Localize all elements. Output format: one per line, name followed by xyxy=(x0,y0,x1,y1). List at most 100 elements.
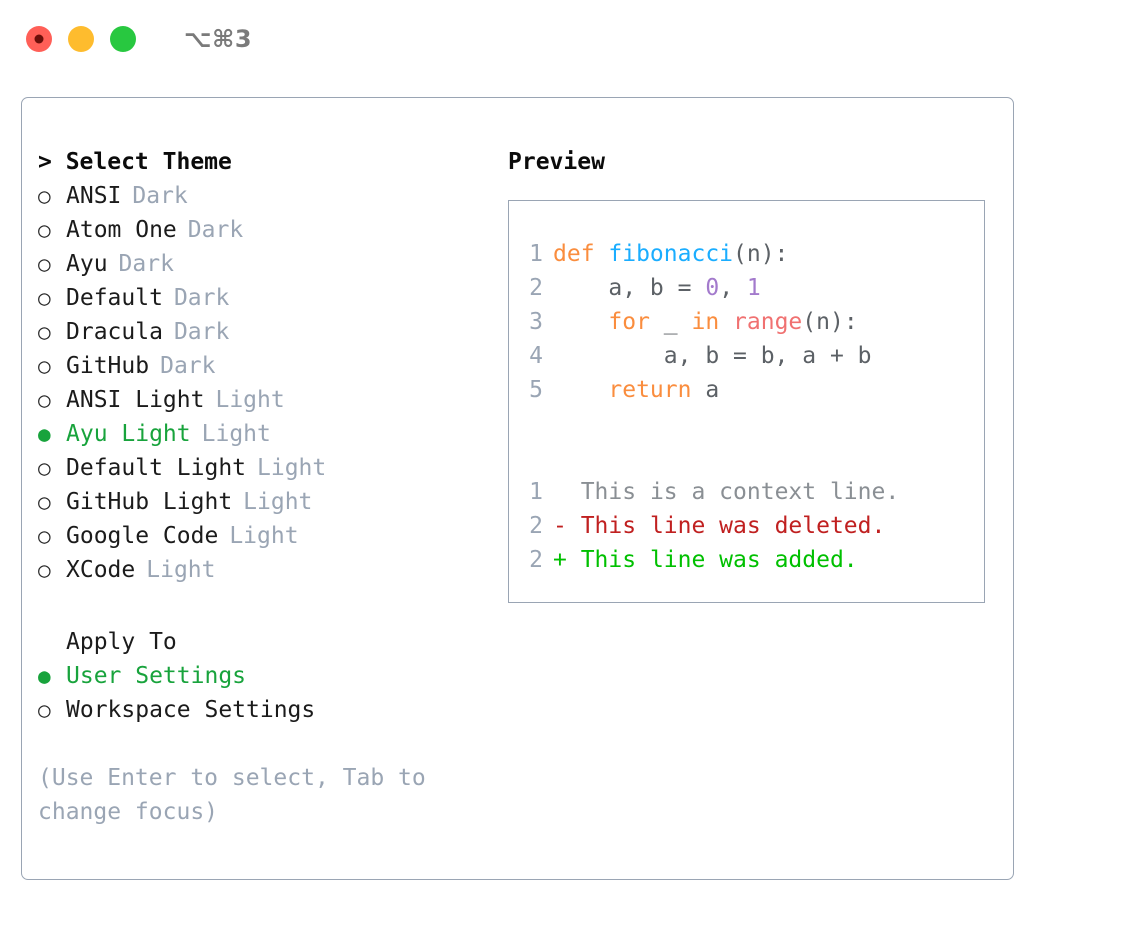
diff-prefix: - xyxy=(553,513,581,539)
section-spacer xyxy=(38,587,492,625)
code-blank-line xyxy=(509,407,984,441)
theme-option-tag: Dark xyxy=(173,285,230,311)
theme-option-tag: Dark xyxy=(173,319,230,345)
token-punct: , xyxy=(719,275,747,301)
code-content: def fibonacci(n): xyxy=(553,237,788,271)
diff-line-deleted: 2 - This line was deleted. xyxy=(509,509,984,543)
line-number: 1 xyxy=(529,479,543,505)
code-blank-line xyxy=(509,441,984,475)
diff-text: This line was added. xyxy=(580,547,858,573)
theme-option-tag: Dark xyxy=(118,251,174,277)
maximize-button-icon[interactable] xyxy=(110,26,136,52)
theme-option-tag: Light xyxy=(257,455,327,481)
keyboard-hint-text: (Use Enter to select, Tab to change focu… xyxy=(38,765,426,825)
code-content: a, b = 0, 1 xyxy=(553,271,761,305)
apply-to-heading: Apply To xyxy=(66,629,177,655)
code-line: 3 for _ in range(n): xyxy=(509,305,984,339)
preview-column: Preview 1 def fibonacci(n): 2 a, b = 0, … xyxy=(492,98,1013,879)
theme-option-list: ○ ANSI Dark ○ Atom One Dark ○ Ayu Dark xyxy=(38,179,492,587)
radio-icon[interactable]: ○ xyxy=(38,184,51,208)
radio-icon[interactable]: ○ xyxy=(38,558,51,582)
close-button-icon[interactable] xyxy=(26,26,52,52)
theme-option-tag: Dark xyxy=(187,217,244,243)
theme-option-ayu-light[interactable]: ● Ayu Light Light xyxy=(38,417,492,451)
keyboard-shortcut-label: ⌥⌘3 xyxy=(184,25,253,53)
radio-icon[interactable]: ○ xyxy=(38,252,51,276)
theme-option-github-dark[interactable]: ○ GitHub Dark xyxy=(38,349,492,383)
theme-option-ayu-dark[interactable]: ○ Ayu Dark xyxy=(38,247,492,281)
theme-option-github-light[interactable]: ○ GitHub Light Light xyxy=(38,485,492,519)
code-line: 1 def fibonacci(n): xyxy=(509,237,984,271)
code-line: 2 a, b = 0, 1 xyxy=(509,271,984,305)
token-plain xyxy=(553,377,608,403)
code-line: 4 a, b = b, a + b xyxy=(509,339,984,373)
diff-prefix xyxy=(553,475,581,509)
radio-icon[interactable]: ○ xyxy=(38,524,51,548)
theme-option-xcode[interactable]: ○ XCode Light xyxy=(38,553,492,587)
token-punct: (n): xyxy=(733,241,789,267)
radio-icon[interactable]: ○ xyxy=(38,218,51,242)
token-keyword: for xyxy=(608,309,650,335)
main-panel: > Select Theme ○ ANSI Dark ○ Atom One Da… xyxy=(21,97,1014,880)
theme-option-ansi-dark[interactable]: ○ ANSI Dark xyxy=(38,179,492,213)
radio-icon[interactable]: ○ xyxy=(38,388,51,412)
theme-option-default-light[interactable]: ○ Default Light Light xyxy=(38,451,492,485)
radio-icon-selected[interactable]: ● xyxy=(38,422,51,446)
theme-option-label: Atom One xyxy=(66,217,177,243)
theme-option-label: GitHub Light xyxy=(66,489,233,515)
diff-text: This is a context line. xyxy=(580,479,900,505)
window-controls xyxy=(26,26,136,52)
preview-heading: Preview xyxy=(508,149,605,175)
theme-option-tag: Light xyxy=(229,523,299,549)
theme-option-label: Ayu xyxy=(66,251,108,277)
line-number: 4 xyxy=(529,343,543,369)
titlebar: ⌥⌘3 xyxy=(0,0,1140,78)
theme-option-default-dark[interactable]: ○ Default Dark xyxy=(38,281,492,315)
theme-option-atom-one-dark[interactable]: ○ Atom One Dark xyxy=(38,213,492,247)
code-line: 5 return a xyxy=(509,373,984,407)
token-keyword: def xyxy=(553,241,609,267)
token-plain xyxy=(719,309,733,335)
theme-option-tag: Dark xyxy=(160,353,216,379)
line-number: 2 xyxy=(529,547,543,573)
token-plain: a, b = xyxy=(553,275,706,301)
radio-icon[interactable]: ○ xyxy=(38,698,51,722)
radio-icon-selected[interactable]: ● xyxy=(38,664,51,688)
apply-to-option-workspace-settings[interactable]: ○ Workspace Settings xyxy=(38,693,492,727)
apply-to-option-list: ● User Settings ○ Workspace Settings xyxy=(38,659,492,727)
code-content: return a xyxy=(553,373,719,407)
theme-option-google-code[interactable]: ○ Google Code Light xyxy=(38,519,492,553)
radio-icon[interactable]: ○ xyxy=(38,354,51,378)
token-number: 0 xyxy=(705,275,720,301)
theme-option-label: GitHub xyxy=(66,353,150,379)
theme-option-label: XCode xyxy=(66,557,136,583)
token-number: 1 xyxy=(746,275,761,301)
theme-option-tag: Dark xyxy=(132,183,188,209)
theme-option-tag: Light xyxy=(215,387,285,413)
line-number: 2 xyxy=(529,513,543,539)
token-keyword: in xyxy=(691,309,720,335)
apply-to-option-label: User Settings xyxy=(66,663,247,689)
theme-option-ansi-light[interactable]: ○ ANSI Light Light xyxy=(38,383,492,417)
token-plain: a xyxy=(691,377,720,403)
diff-line-context: 1 This is a context line. xyxy=(509,475,984,509)
apply-to-option-label: Workspace Settings xyxy=(66,697,316,723)
theme-option-tag: Light xyxy=(146,557,216,583)
preview-code-box: 1 def fibonacci(n): 2 a, b = 0, 1 3 for … xyxy=(508,200,985,603)
token-keyword: return xyxy=(608,377,692,403)
token-plain: a, b = b, a + b xyxy=(553,343,872,369)
theme-option-dracula-dark[interactable]: ○ Dracula Dark xyxy=(38,315,492,349)
line-number: 1 xyxy=(529,241,543,267)
radio-icon[interactable]: ○ xyxy=(38,320,51,344)
theme-selection-column: > Select Theme ○ ANSI Dark ○ Atom One Da… xyxy=(22,98,492,879)
theme-option-label: ANSI Light xyxy=(66,387,205,413)
apply-to-option-user-settings[interactable]: ● User Settings xyxy=(38,659,492,693)
radio-icon[interactable]: ○ xyxy=(38,456,51,480)
radio-icon[interactable]: ○ xyxy=(38,286,51,310)
radio-icon[interactable]: ○ xyxy=(38,490,51,514)
diff-text: This line was deleted. xyxy=(580,513,886,539)
theme-option-label: Ayu Light xyxy=(66,421,191,447)
theme-option-label: Default Light xyxy=(66,455,247,481)
minimize-button-icon[interactable] xyxy=(68,26,94,52)
